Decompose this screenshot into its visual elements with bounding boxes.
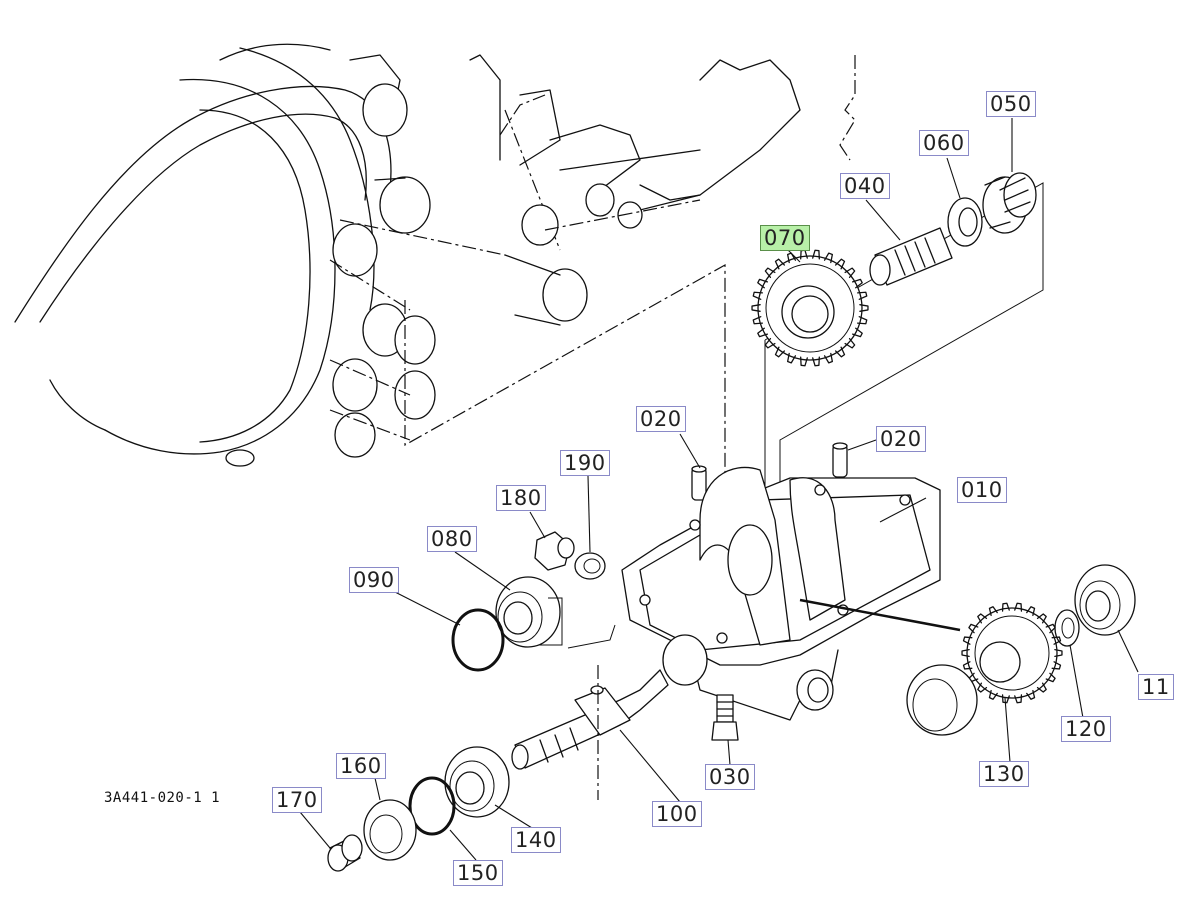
leader-lines [299, 118, 1139, 861]
callout-180[interactable]: 180 [496, 485, 546, 511]
part-080-bearing [495, 576, 563, 648]
part-070-gear [751, 249, 869, 367]
part-020-pins [691, 442, 848, 501]
gear-tooth [786, 252, 797, 264]
gear-tooth [1001, 602, 1010, 612]
gear-tooth [834, 258, 846, 270]
part-030-bolt [711, 694, 739, 741]
part-170-collar [327, 834, 363, 872]
callout-120[interactable]: 120 [1061, 716, 1111, 742]
gear-tooth [757, 278, 769, 289]
callout-070[interactable]: 070 [760, 225, 810, 251]
gear-tooth [823, 352, 834, 364]
gear-tooth [844, 267, 856, 279]
part-150-snap-ring [408, 776, 456, 836]
part-190-washer [574, 552, 606, 580]
callout-150[interactable]: 150 [453, 860, 503, 886]
gear-tooth [800, 356, 808, 367]
gear-tooth [1026, 689, 1036, 700]
gear-tooth [1045, 672, 1056, 683]
gear-tooth [968, 623, 979, 634]
gear-tooth [962, 661, 973, 670]
gear-tooth [1014, 694, 1023, 704]
gear-tooth [988, 689, 998, 700]
part-130-gear [906, 602, 1063, 736]
callout-160[interactable]: 160 [336, 753, 386, 779]
gear-tooth [774, 258, 786, 270]
gear-tooth [1036, 613, 1047, 624]
gear-tooth [856, 316, 868, 325]
callout-020-left[interactable]: 020 [636, 406, 686, 432]
gear-tooth [1054, 648, 1063, 658]
gear-tooth [764, 267, 776, 279]
gear-tooth [812, 249, 820, 260]
gear-tooth [1045, 623, 1056, 634]
part-050-bearing [982, 172, 1037, 234]
part-090-snap-ring [451, 608, 505, 672]
callout-130[interactable]: 130 [979, 761, 1029, 787]
gear-tooth [856, 291, 868, 300]
gear-tooth [834, 346, 846, 358]
callout-100[interactable]: 100 [652, 801, 702, 827]
gear-tooth [1036, 682, 1047, 693]
gear-tooth [1051, 661, 1062, 670]
callout-090[interactable]: 090 [349, 567, 399, 593]
gear-tooth [786, 352, 797, 364]
callout-020-right[interactable]: 020 [876, 426, 926, 452]
part-040-shaft [869, 227, 953, 286]
drawing-code: 3A441-020-1 1 [104, 790, 221, 806]
callout-030[interactable]: 030 [705, 764, 755, 790]
gear-tooth [977, 682, 988, 693]
gear-tooth [961, 648, 970, 658]
gear-tooth [851, 327, 863, 338]
gear-tooth [977, 613, 988, 624]
gear-tooth [752, 316, 764, 325]
callout-110[interactable]: 11 [1138, 674, 1174, 700]
callout-190[interactable]: 190 [560, 450, 610, 476]
part-160-seal [363, 799, 417, 861]
part-010-case [621, 466, 961, 721]
callout-060[interactable]: 060 [919, 130, 969, 156]
gear-tooth [764, 337, 776, 349]
gear-tooth [823, 252, 834, 264]
transmission-housing [14, 43, 856, 620]
callout-040[interactable]: 040 [840, 173, 890, 199]
part-060-washer [947, 197, 983, 247]
callout-170[interactable]: 170 [272, 787, 322, 813]
callout-140[interactable]: 140 [511, 827, 561, 853]
gear-tooth [751, 304, 761, 312]
gear-tooth [859, 304, 869, 312]
callout-010[interactable]: 010 [957, 477, 1007, 503]
gear-tooth [812, 356, 820, 367]
gear-tooth [851, 278, 863, 289]
gear-tooth [962, 636, 973, 645]
gear-tooth [844, 337, 856, 349]
gear-tooth [1051, 636, 1062, 645]
callout-050[interactable]: 050 [986, 91, 1036, 117]
gear-tooth [1014, 602, 1023, 612]
part-100-shaft [511, 665, 669, 800]
callout-080[interactable]: 080 [427, 526, 477, 552]
gear-tooth [988, 606, 998, 617]
part-140-bearing [444, 746, 510, 818]
gear-tooth [1026, 606, 1036, 617]
gear-tooth [774, 346, 786, 358]
part-180-plug [534, 531, 575, 571]
gear-tooth [757, 327, 769, 338]
gear-tooth [752, 291, 764, 300]
part-120-washer [1054, 609, 1080, 647]
part-110-bearing [1074, 564, 1136, 636]
